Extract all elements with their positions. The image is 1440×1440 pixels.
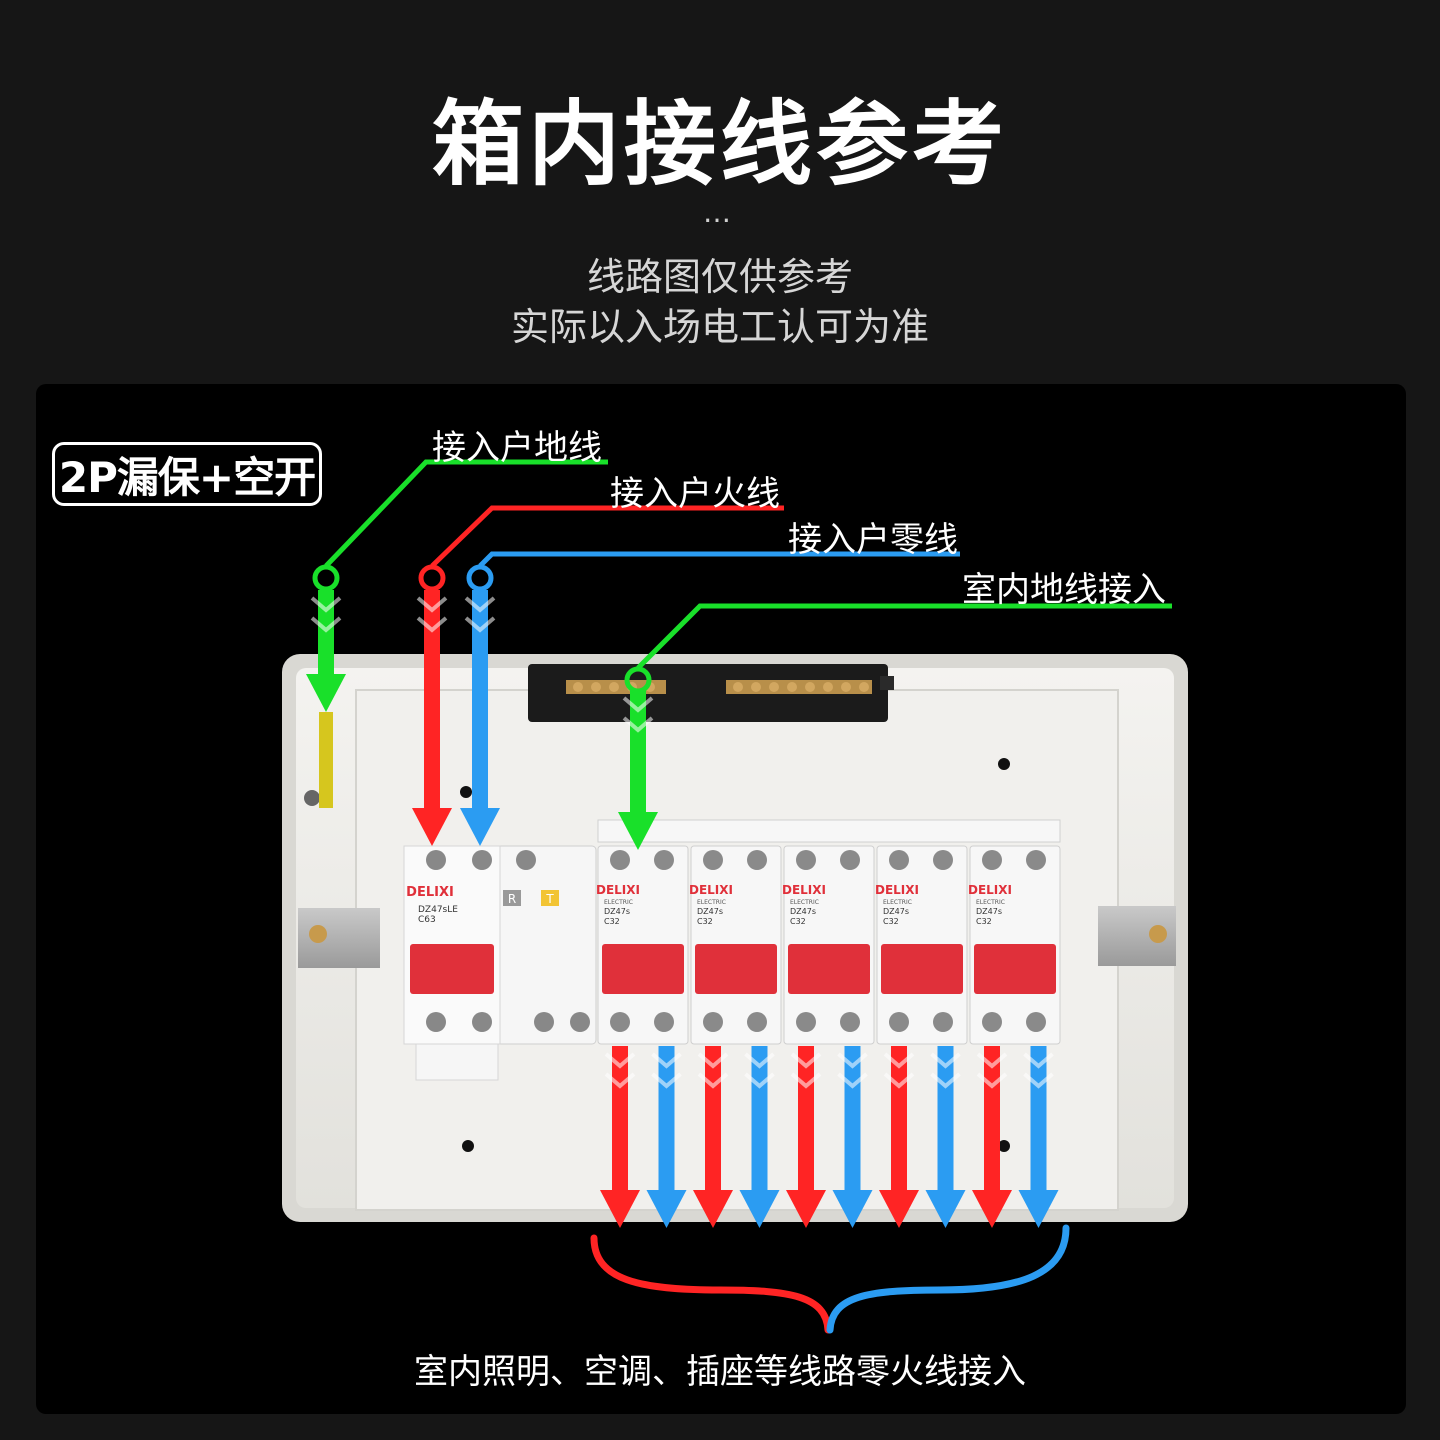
ring-live-in (418, 564, 446, 592)
mcb-brand: DELIXI (596, 883, 640, 897)
mcb-rating: C32 (604, 917, 620, 926)
mcb-model: DZ47s (976, 907, 1002, 916)
output-arrow-live (693, 1046, 733, 1228)
terminal-screw (1026, 1012, 1046, 1032)
terminal-screw (654, 1012, 674, 1032)
ring-indoor-earth (624, 666, 652, 694)
mcb-sub-brand: ELECTRIC (697, 899, 726, 906)
output-brace-neutral (826, 1224, 1070, 1334)
reference-note: 线路图仅供参考 (586, 255, 853, 299)
terminal-screw (610, 850, 630, 870)
label-live-in: 接入户火线 (610, 474, 780, 514)
rcbo-breaker: R T DELIXI DZ47sLE C63 (403, 845, 597, 1081)
mcb-rating: C32 (976, 917, 992, 926)
terminal-screw (889, 850, 909, 870)
output-arrow-live (972, 1046, 1012, 1228)
terminal-screw (610, 1012, 630, 1032)
mcb-model: DZ47s (697, 907, 723, 916)
terminal-screw (796, 850, 816, 870)
terminal-screw (654, 850, 674, 870)
leader-indoor-earth (636, 603, 1172, 670)
terminal-bus-bar (528, 664, 894, 722)
terminal-screw (703, 850, 723, 870)
output-arrow-neutral (646, 1046, 687, 1228)
mcb-brand: DELIXI (782, 883, 826, 897)
terminal-screw (933, 850, 953, 870)
arrow-live-in (412, 590, 452, 846)
output-caption: 室内照明、空调、插座等线路零火线接入 (414, 1352, 1026, 1392)
rcbo-rating: C63 (418, 915, 436, 925)
mcb-sub-brand: ELECTRIC (883, 899, 912, 906)
label-neutral-in: 接入户零线 (788, 520, 958, 560)
wire-overlay (306, 459, 1172, 1228)
electrician-note: 实际以入场电工认可为准 (510, 305, 929, 349)
output-arrow-live (786, 1046, 826, 1228)
rcbo-brand: DELIXI (406, 885, 454, 900)
mcb-model: DZ47s (790, 907, 816, 916)
mcb-brand: DELIXI (689, 883, 733, 897)
terminal-screw (889, 1012, 909, 1032)
label-indoor-earth: 室内地线接入 (962, 570, 1166, 610)
terminal-screw (840, 850, 860, 870)
arrow-earth-in (306, 590, 346, 712)
mcb-toggle (788, 944, 870, 994)
ring-neutral-in (466, 564, 494, 592)
output-brace-live (590, 1234, 832, 1334)
mcb-toggle (695, 944, 777, 994)
test-button-r: R (508, 892, 516, 906)
leader-neutral-in (478, 551, 960, 568)
mcb-brand: DELIXI (968, 883, 1012, 897)
terminal-screw (703, 1012, 723, 1032)
mcb-model: DZ47s (604, 907, 630, 916)
arrow-indoor-earth (618, 690, 658, 850)
test-button-t: T (545, 892, 554, 906)
earth-wire-yellow (319, 712, 333, 808)
output-arrow-live (879, 1046, 919, 1228)
arrow-neutral-in (460, 590, 500, 846)
terminal-screw (747, 1012, 767, 1032)
title-divider-dots: … (703, 196, 737, 229)
label-earth-in: 接入户地线 (432, 428, 602, 468)
leader-live-in (430, 505, 784, 568)
terminal-screw (982, 1012, 1002, 1032)
mcb-sub-brand: ELECTRIC (976, 899, 1005, 906)
din-bracket-left (298, 908, 380, 968)
mcb-rating: C32 (883, 917, 899, 926)
terminal-screw (982, 850, 1002, 870)
mcb-toggle (602, 944, 684, 994)
terminal-screw (796, 1012, 816, 1032)
output-arrow-neutral (925, 1046, 966, 1228)
mcb-toggle (881, 944, 963, 994)
terminal-screw (747, 850, 767, 870)
rcbo-model: DZ47sLE (418, 905, 458, 915)
page-title: 箱内接线参考 (431, 91, 1008, 198)
mcb-breaker-row: DELIXIELECTRICDZ47sC32DELIXIELECTRICDZ47… (596, 845, 1061, 1045)
mcb-toggle (974, 944, 1056, 994)
mcb-model: DZ47s (883, 907, 909, 916)
mcb-brand: DELIXI (875, 883, 919, 897)
terminal-screw (840, 1012, 860, 1032)
mode-badge: 2P漏保+空开 (52, 442, 322, 506)
mcb-rating: C32 (790, 917, 806, 926)
terminal-screw (1026, 850, 1046, 870)
mcb-sub-brand: ELECTRIC (790, 899, 819, 906)
mcb-sub-brand: ELECTRIC (604, 899, 633, 906)
ring-earth-in (312, 564, 340, 592)
din-bracket-right (1098, 906, 1176, 966)
mcb-rating: C32 (697, 917, 713, 926)
output-arrow-neutral (832, 1046, 873, 1228)
terminal-screw (933, 1012, 953, 1032)
output-arrow-neutral (739, 1046, 780, 1228)
leader-earth-in (324, 459, 608, 568)
output-arrow-neutral (1018, 1046, 1059, 1228)
rail-cover (597, 819, 1061, 843)
output-arrow-live (600, 1046, 640, 1228)
